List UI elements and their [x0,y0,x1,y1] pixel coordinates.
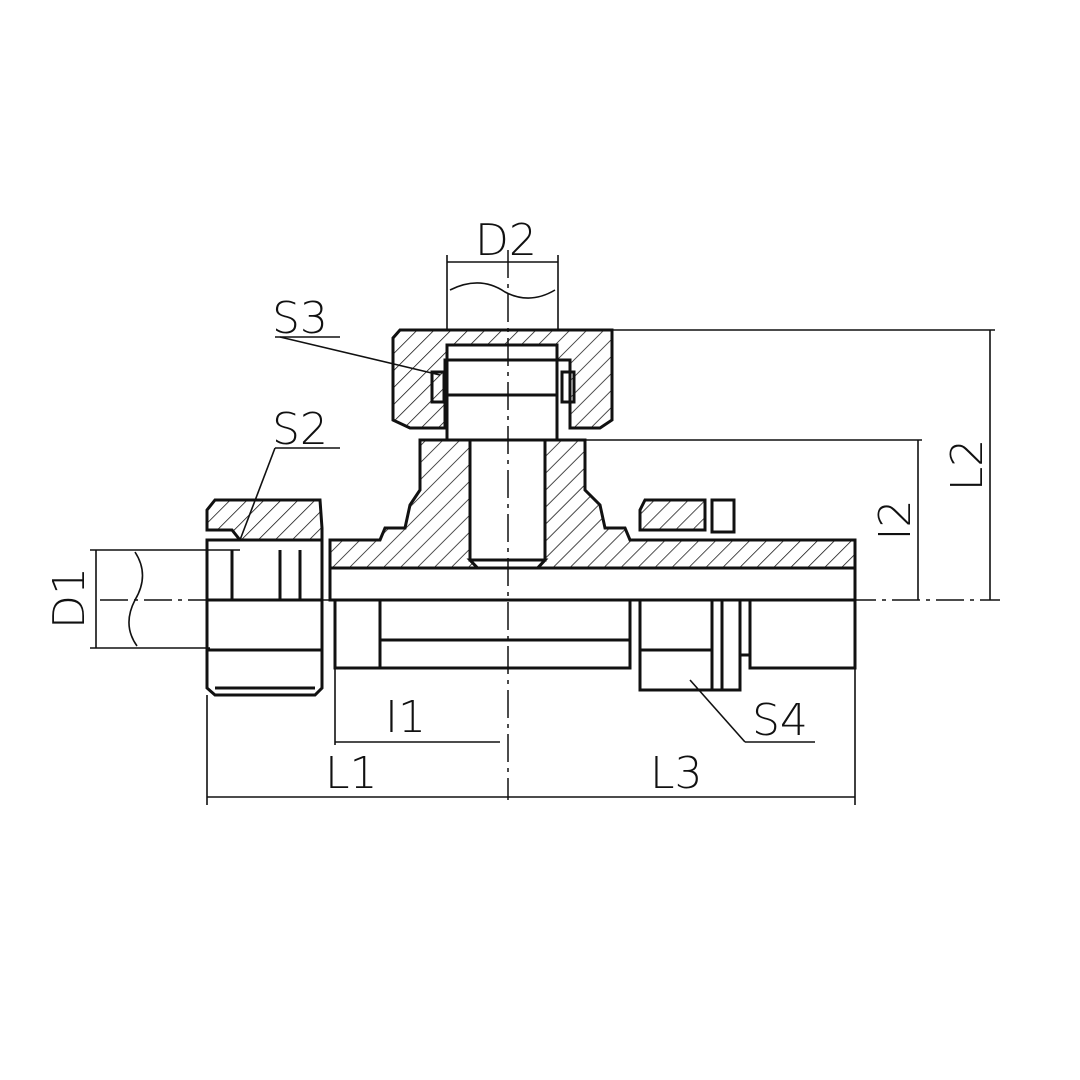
label-l3: L3 [650,748,703,799]
label-i1: I1 [385,692,426,743]
label-s3: S3 [272,293,328,344]
label-s2: S2 [272,404,328,455]
label-d1: D1 [44,567,95,629]
label-i2: I2 [870,500,921,541]
label-d2: D2 [475,215,537,266]
right-nut [638,498,742,692]
label-s4: S4 [752,695,808,746]
dimension-lines [90,255,995,805]
tee-body [328,438,857,670]
label-l1: L1 [325,748,378,799]
label-l2: L2 [942,439,993,492]
left-nut [205,498,324,697]
top-nut [391,328,614,442]
